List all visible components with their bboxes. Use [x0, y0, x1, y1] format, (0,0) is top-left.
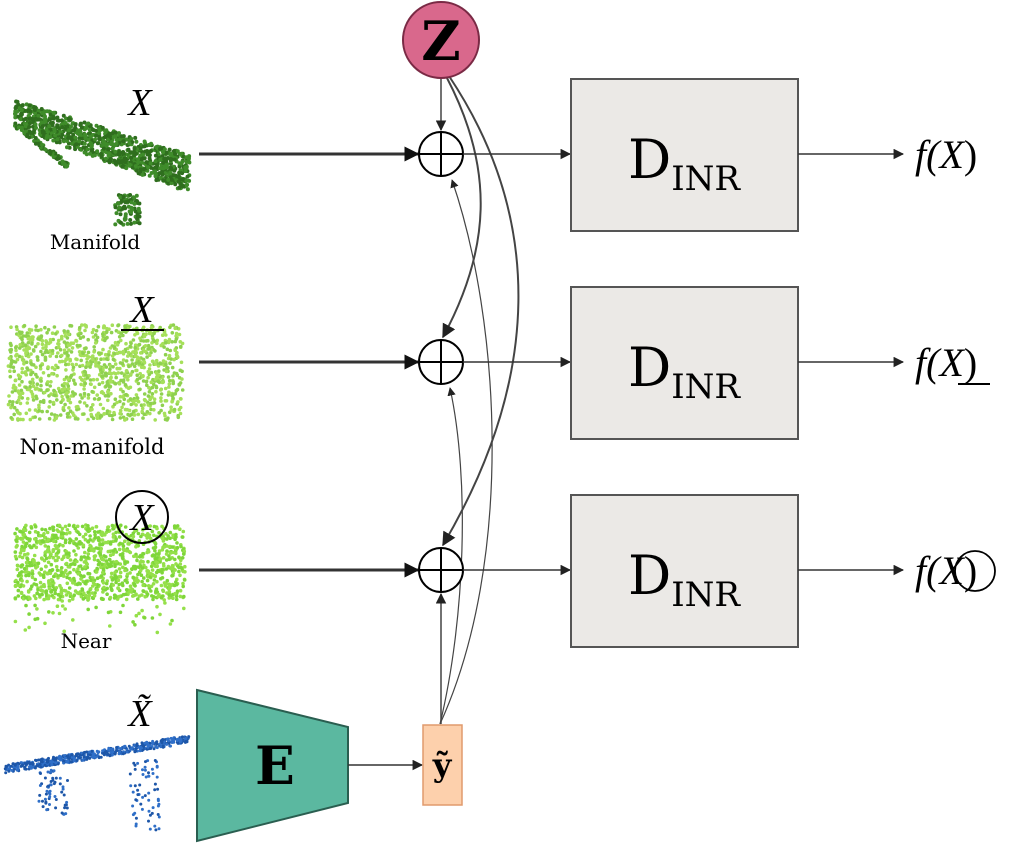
z-to-combine-2	[442, 77, 482, 339]
output-non-manifold: f(X)	[915, 340, 977, 385]
combine-node-1	[418, 131, 464, 177]
non-manifold-set-symbol: X	[128, 289, 155, 331]
svg-text:DINR: DINR	[628, 336, 741, 407]
output-near-circle	[954, 550, 996, 592]
manifold-caption: Manifold	[50, 230, 141, 254]
input-symbol: X̃	[126, 693, 153, 735]
output-near: f(X)	[915, 548, 977, 593]
near-point-cloud	[13, 523, 187, 635]
near-symbol-circle	[115, 490, 169, 544]
embedding-box	[422, 724, 463, 806]
svg-text:DINR: DINR	[628, 128, 741, 199]
latent-z-label: Z	[421, 9, 460, 73]
svg-text:DINR: DINR	[628, 544, 741, 615]
decoder-box-1: DINR	[570, 78, 799, 232]
input-point-cloud	[3, 735, 191, 832]
z-to-combine-3	[442, 75, 520, 547]
latent-z-node	[402, 1, 480, 79]
decoder-box-3: DINR	[570, 494, 799, 648]
embedding-label: ỹ	[432, 746, 453, 784]
near-caption: Near	[61, 629, 112, 653]
combine-node-2	[418, 339, 464, 385]
non-manifold-point-cloud	[6, 323, 185, 422]
manifold-point-cloud	[13, 99, 192, 227]
y-to-combine-2	[439, 387, 463, 725]
y-to-combine-1	[439, 179, 493, 725]
output-manifold: f(X)	[915, 132, 977, 177]
encoder-label: E	[255, 736, 295, 797]
combine-node-3	[418, 547, 464, 593]
near-set-symbol: X	[128, 497, 155, 539]
manifold-set-symbol: X	[126, 82, 153, 124]
non-manifold-caption: Non-manifold	[20, 435, 165, 459]
encoder-block	[196, 688, 349, 843]
decoder-box-2: DINR	[570, 286, 799, 440]
